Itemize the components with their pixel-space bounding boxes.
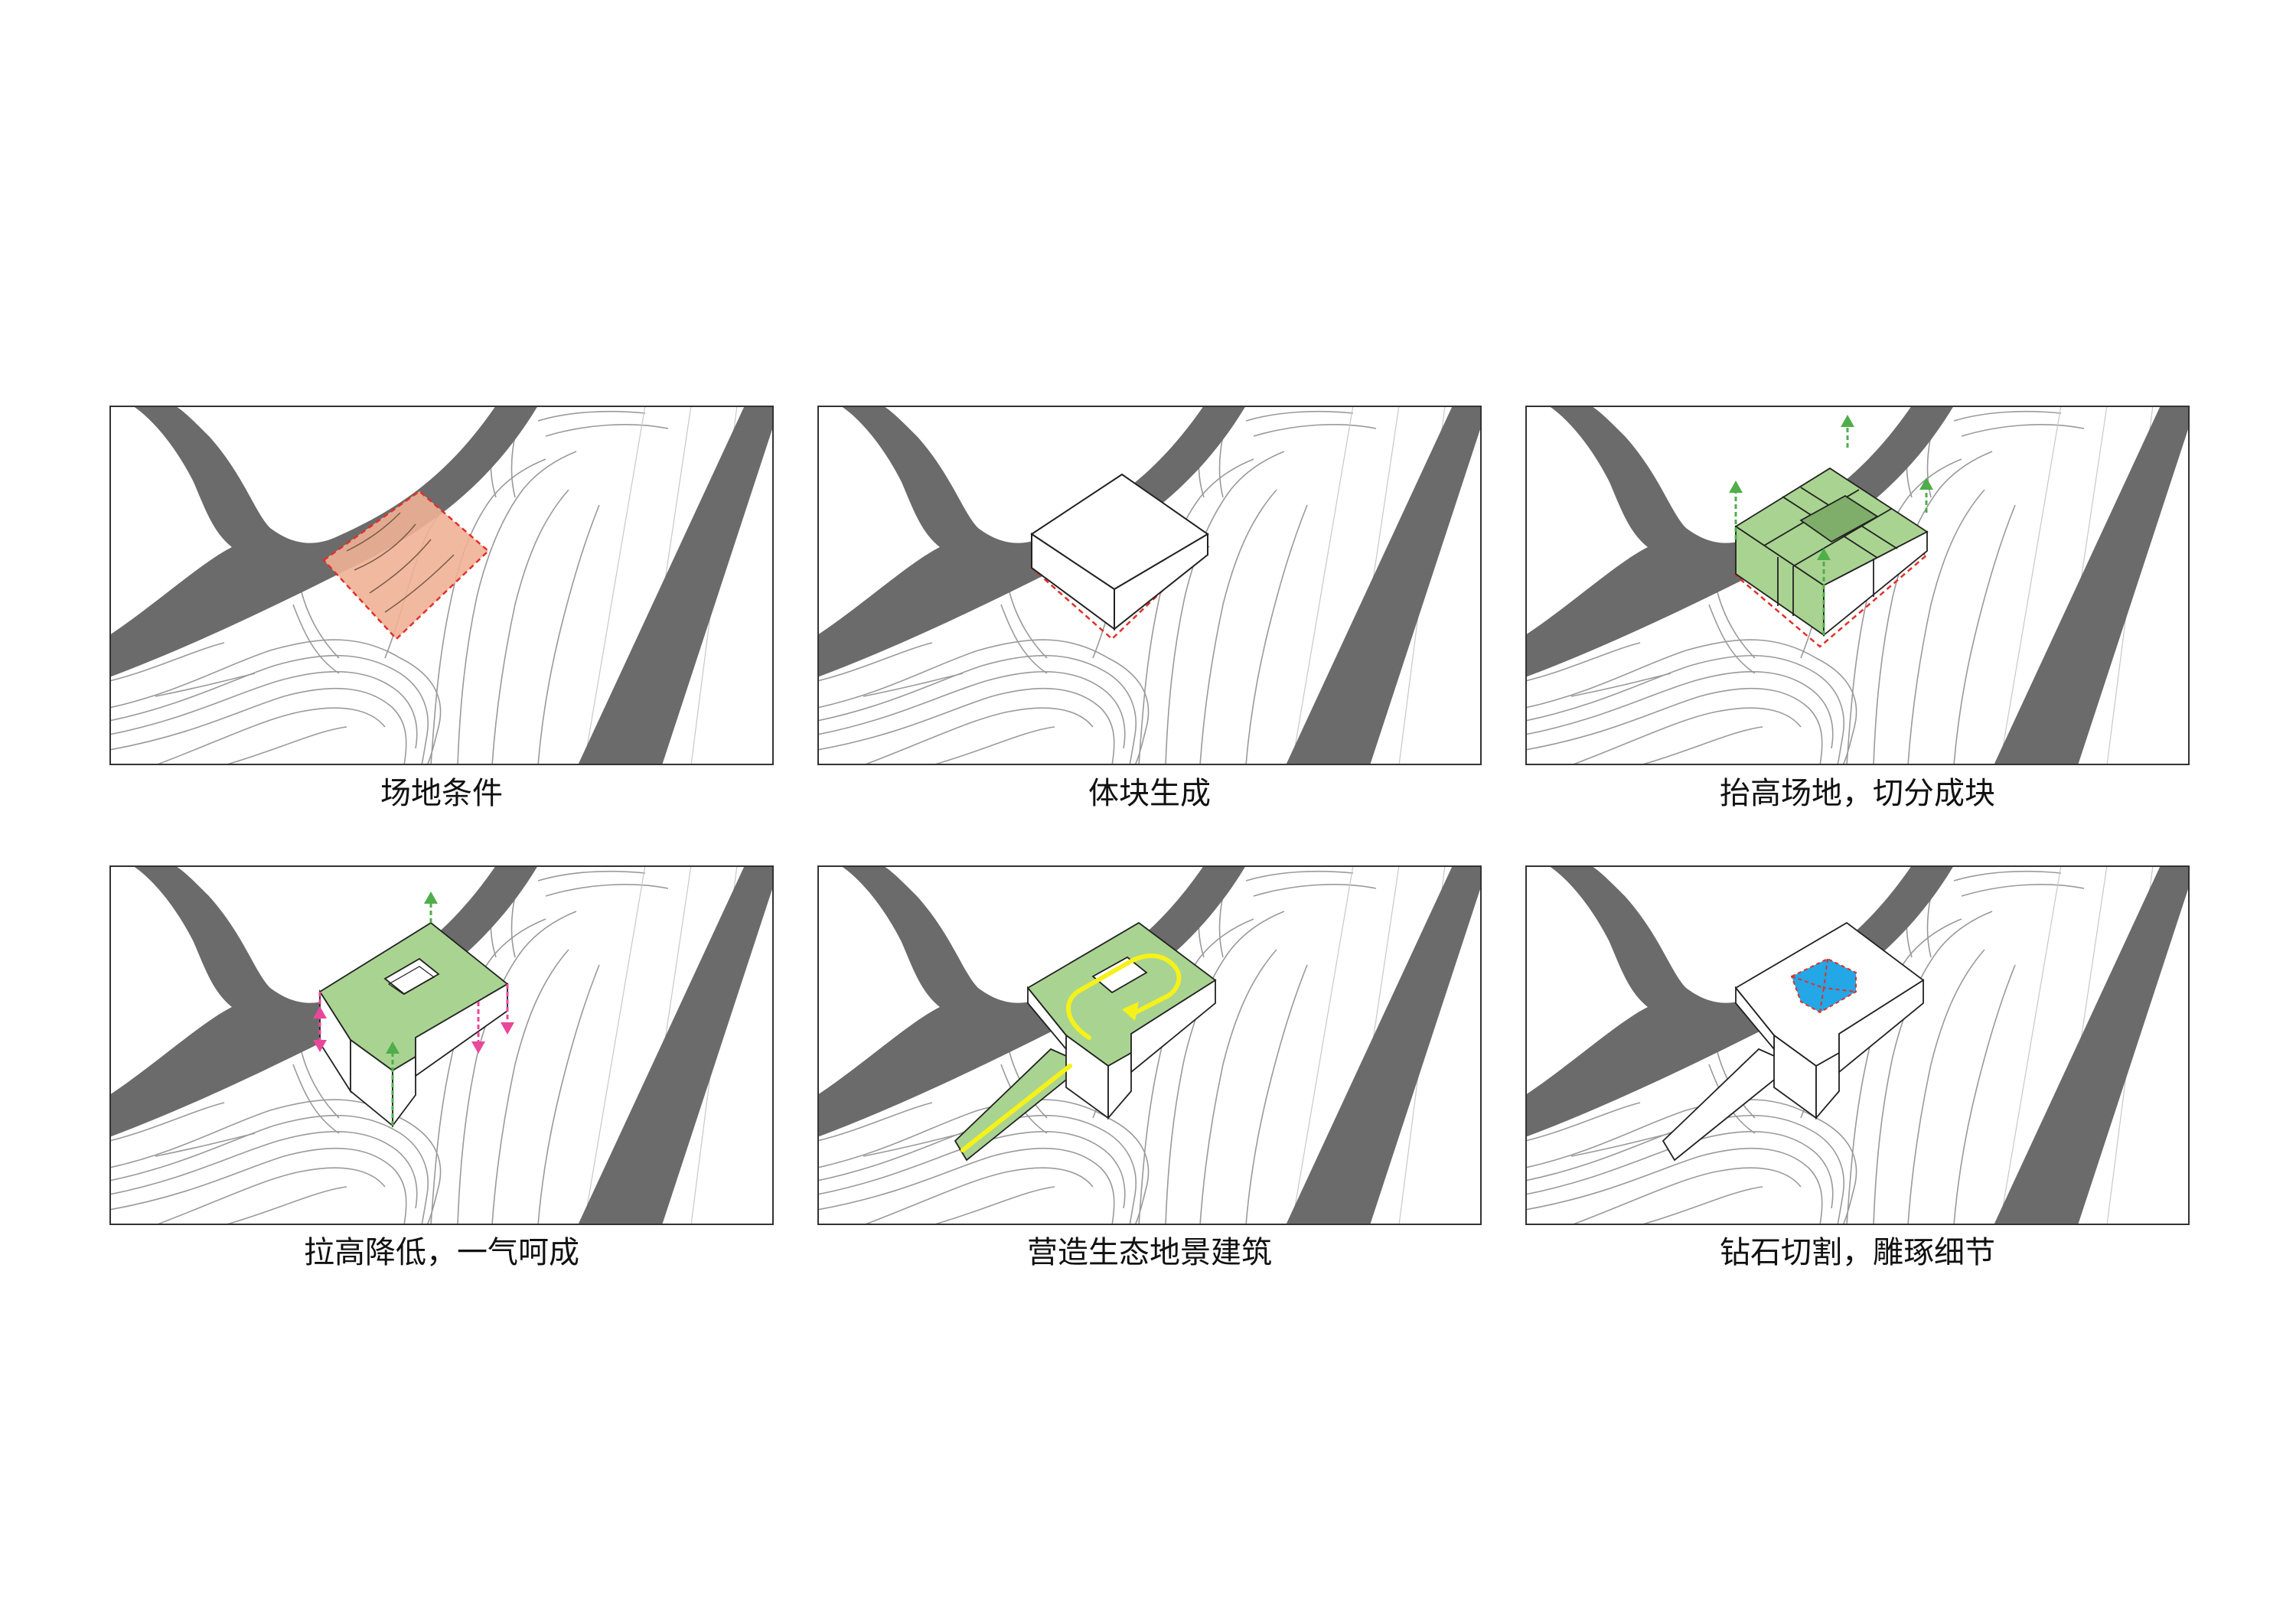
lower-arrow — [313, 984, 514, 1054]
site-plan-drawing — [109, 865, 774, 1225]
site-plan-drawing — [1525, 406, 2190, 765]
panel-caption: 钻石切割，雕琢细节 — [1720, 1235, 1995, 1270]
sculpted-block — [318, 921, 509, 1128]
site-plan-drawing — [817, 406, 1482, 765]
site-plan-drawing — [1525, 865, 2190, 1225]
path-arrowhead — [1122, 1002, 1139, 1021]
diagram-panel-raise-lower — [109, 865, 774, 1225]
panel-caption: 拉高降低，一气呵成 — [304, 1235, 579, 1270]
circulation-path — [960, 953, 1182, 1152]
panel-caption: 抬高场地，切分成块 — [1720, 776, 1995, 811]
site-plan-drawing — [817, 865, 1482, 1225]
diagram-panel-raise-and-split — [1525, 406, 2190, 765]
panel-caption: 体块生成 — [1088, 776, 1211, 811]
diagram-panel-massing — [817, 406, 1482, 765]
raise-arrow — [1729, 415, 1933, 635]
diagram-panel-diamond-cut — [1525, 865, 2190, 1225]
raise-arrow — [386, 891, 438, 1126]
diamond-cut — [1790, 957, 1857, 1014]
panel-caption: 营造生态地景建筑 — [1027, 1235, 1272, 1270]
diagram-panel-site-conditions — [109, 406, 774, 765]
diagram-panel-landscape — [817, 865, 1482, 1225]
massing-block — [1030, 473, 1209, 631]
panel-caption: 场地条件 — [380, 776, 503, 811]
site-plan-drawing — [109, 406, 774, 765]
